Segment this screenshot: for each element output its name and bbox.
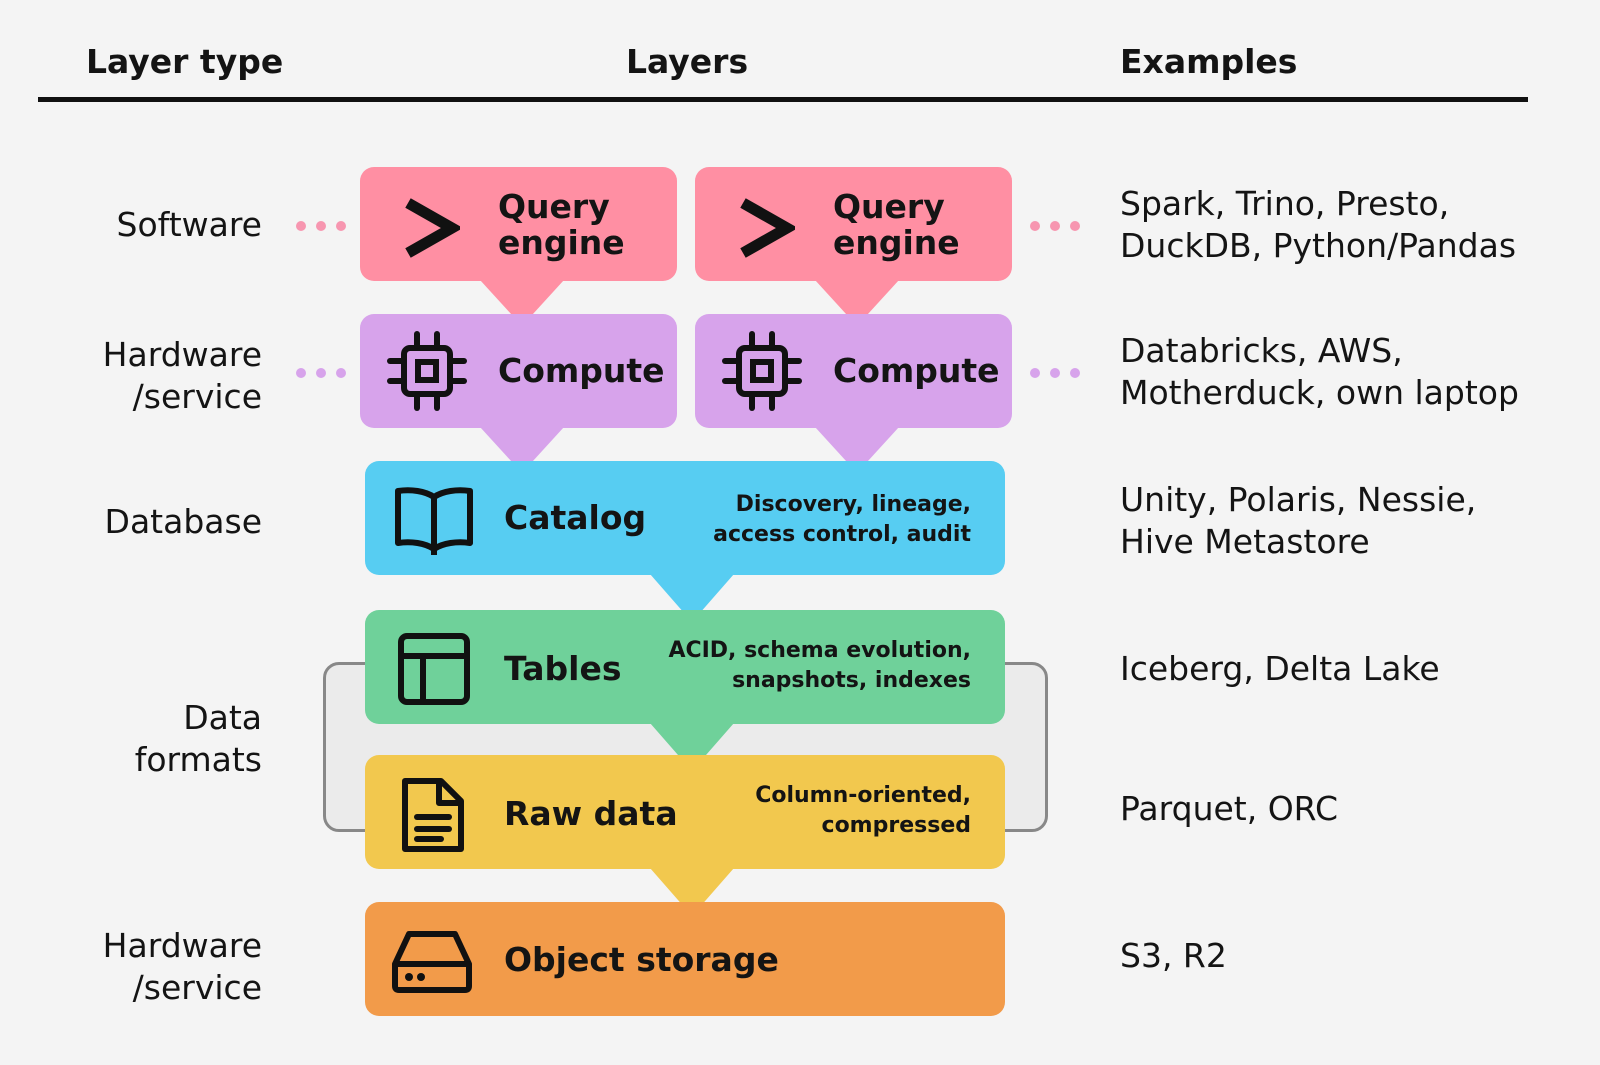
compute-title: Compute	[498, 351, 665, 390]
raw-data-title: Raw data	[504, 794, 678, 833]
compute-title: Compute	[833, 351, 1000, 390]
tables-note: ACID, schema evolution, snapshots, index…	[668, 638, 971, 693]
header-divider	[38, 97, 1528, 102]
book-icon	[395, 487, 473, 555]
compute-box-right: Compute	[695, 314, 1012, 428]
object-storage-title: Object storage	[504, 940, 779, 979]
dots-software-right	[1030, 221, 1080, 231]
query-engine-title: Query engine	[833, 187, 960, 262]
dots-compute-right	[1030, 368, 1080, 378]
dots-compute-left	[296, 368, 346, 378]
examples-raw-data: Parquet, ORC	[1120, 789, 1339, 828]
examples-catalog: Unity, Polaris, Nessie, Hive Metastore	[1120, 480, 1477, 561]
query-engine-box-right: Query engine	[695, 167, 1012, 281]
label-compute: Hardware /service	[102, 335, 262, 416]
dots-software-left	[296, 221, 346, 231]
examples-software: Spark, Trino, Presto, DuckDB, Python/Pan…	[1120, 184, 1517, 265]
examples-object-storage: S3, R2	[1120, 936, 1227, 975]
catalog-box: Catalog Discovery, lineage, access contr…	[365, 461, 1005, 575]
raw-data-note: Column-oriented, compressed	[755, 783, 971, 838]
document-icon	[402, 778, 464, 852]
header-layers: Layers	[626, 42, 749, 81]
header-layer-type: Layer type	[86, 42, 284, 81]
header-examples: Examples	[1120, 42, 1298, 81]
table-icon	[398, 633, 470, 705]
chip-icon	[722, 331, 802, 411]
compute-box-left: Compute	[360, 314, 677, 428]
raw-data-box: Raw data Column-oriented, compressed	[365, 755, 1005, 869]
label-database: Database	[104, 502, 262, 541]
examples-compute: Databricks, AWS, Motherduck, own laptop	[1120, 331, 1519, 412]
catalog-title: Catalog	[504, 498, 647, 537]
chip-icon	[387, 331, 467, 411]
chevron-right-icon	[740, 198, 795, 258]
query-engine-title: Query engine	[498, 187, 625, 262]
drive-icon	[392, 931, 472, 993]
tables-box: Tables ACID, schema evolution, snapshots…	[365, 610, 1005, 724]
chevron-right-icon	[405, 198, 460, 258]
examples-tables: Iceberg, Delta Lake	[1120, 649, 1440, 688]
label-object-storage: Hardware /service	[102, 926, 262, 1007]
tables-title: Tables	[504, 649, 622, 688]
object-storage-box: Object storage	[365, 902, 1005, 1016]
catalog-note: Discovery, lineage, access control, audi…	[713, 492, 971, 547]
query-engine-box-left: Query engine	[360, 167, 677, 281]
label-data-formats: Data formats	[134, 698, 262, 779]
label-software: Software	[116, 205, 262, 244]
